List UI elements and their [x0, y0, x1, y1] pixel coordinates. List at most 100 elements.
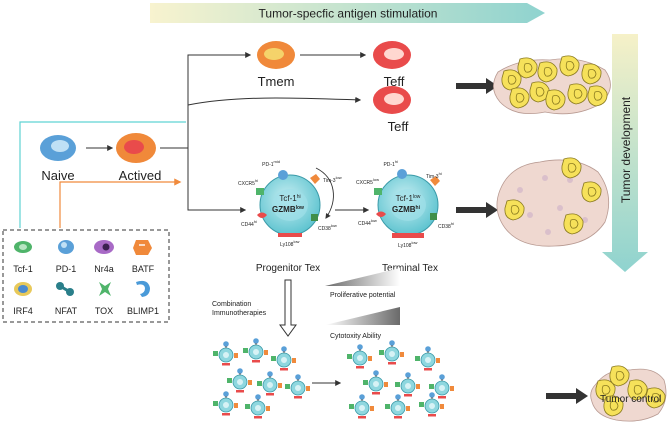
- text-label: hi: [451, 221, 454, 226]
- text-label: low: [411, 240, 417, 245]
- legend-label: BLIMP1: [127, 306, 159, 316]
- nfat-icon: [56, 282, 74, 296]
- cytotoxicity-triangle: [325, 307, 400, 325]
- text-label: hi: [297, 194, 301, 200]
- terminal-pd1: PD-1hi: [383, 159, 398, 168]
- text-label: CXCR5: [238, 181, 255, 187]
- text-label: low: [296, 205, 304, 211]
- legend-label: Tcf-1: [13, 264, 33, 274]
- text-label: mid: [274, 159, 280, 164]
- progenitor-core1: Tcf-1hi: [279, 194, 300, 203]
- proliferative-label: Proliferative potential: [330, 292, 396, 299]
- terminal-core1: Tcf-1low: [396, 194, 421, 203]
- text-label: PD-1: [383, 162, 395, 168]
- legend-label: IRF4: [13, 306, 33, 316]
- text-label: CD44: [241, 222, 254, 228]
- tumor-cluster-bottom: [590, 365, 667, 422]
- terminal-tim3: Tim-3hi: [426, 171, 442, 180]
- text-label: GZMB: [392, 205, 416, 214]
- text-label: hi: [254, 219, 257, 224]
- progenitor-core2: GZMBlow: [272, 205, 304, 214]
- text-label: PD-1: [262, 162, 274, 168]
- text-label: GZMB: [272, 205, 296, 214]
- orange-regulation-line: [59, 178, 182, 228]
- banner-label: Tumor-specfic antigen stimulation: [259, 7, 438, 21]
- terminal-tex-cell: [374, 169, 440, 238]
- tmem-cell: [257, 41, 295, 69]
- teff-top-label: Teff: [384, 74, 405, 89]
- progenitor-tex-cell: [256, 167, 334, 237]
- terminal-cxcr5: CXCR5low: [356, 177, 379, 186]
- text-label: CXCR5: [356, 180, 373, 186]
- text-label: hi: [439, 171, 442, 176]
- text-label: Ly108: [398, 243, 412, 249]
- text-label: low: [336, 175, 342, 180]
- antigen-stimulation-banner: Tumor-specfic antigen stimulation: [150, 3, 545, 23]
- progenitor-label: Progenitor Tex: [256, 263, 320, 274]
- text-label: Tcf-1: [279, 194, 297, 203]
- irf4-icon: [14, 282, 32, 296]
- progenitor-cxcr5: CXCR5hi: [238, 178, 258, 187]
- legend-label: TOX: [95, 306, 113, 316]
- text-label: Tim-3: [323, 178, 336, 184]
- proliferative-triangle: [325, 268, 400, 286]
- teff-cell-mid: [373, 86, 411, 114]
- terminal-cd38: CD38hi: [438, 221, 454, 230]
- tumor-development-banner: Tumor development: [602, 34, 648, 272]
- tmem-label: Tmem: [258, 74, 295, 89]
- text-label: low: [331, 223, 337, 228]
- text-label: low: [293, 239, 299, 244]
- cytotoxicity-label: Cytotoxity Ability: [330, 333, 381, 340]
- text-label: CD38: [438, 224, 451, 230]
- tumor-control-label: Tumor control: [600, 394, 661, 405]
- progenitor-tim3: Tim-3low: [323, 175, 342, 184]
- text-label: Tcf-1: [396, 194, 414, 203]
- therapy-line1: Combination: [212, 301, 251, 308]
- text-label: Tim-3: [426, 174, 439, 180]
- legend-label: Nr4a: [94, 264, 114, 274]
- terminal-label: Terminal Tex: [382, 263, 438, 274]
- progenitor-pd1: PD-1mid: [262, 159, 280, 168]
- tox-icon: [99, 282, 111, 296]
- pd1-icon: [58, 240, 74, 254]
- text-label: low: [371, 218, 377, 223]
- text-label: hi: [255, 178, 258, 183]
- legend-label: NFAT: [55, 306, 78, 316]
- actived-cell: [116, 133, 156, 163]
- combination-cells-right: [346, 339, 455, 419]
- text-label: hi: [416, 205, 421, 211]
- nr4a-icon: [94, 240, 114, 254]
- progenitor-ly108: Ly108low: [280, 239, 300, 248]
- terminal-cd44: CD44low: [358, 218, 377, 227]
- batf-icon: [133, 240, 152, 255]
- text-label: low: [373, 177, 379, 182]
- legend-label: PD-1: [56, 264, 77, 274]
- terminal-core2: GZMBhi: [392, 205, 421, 214]
- text-label: CD38: [318, 226, 331, 232]
- teff-mid-label: Teff: [388, 119, 409, 134]
- teff-cell-top: [373, 41, 411, 69]
- text-label: Ly108: [280, 242, 294, 248]
- progenitor-cd44: CD44hi: [241, 219, 257, 228]
- terminal-ly108: Ly108low: [398, 240, 418, 249]
- progenitor-cd38: CD38low: [318, 223, 337, 232]
- text-label: CD44: [358, 221, 371, 227]
- therapy-line2: Immunotherapies: [212, 310, 267, 317]
- big-arrows: [456, 78, 588, 404]
- teal-regulation-line: [19, 121, 186, 228]
- actived-label: Actived: [119, 168, 162, 183]
- tumor-cluster-mid: [496, 157, 610, 247]
- tumor-cluster-top: [493, 55, 611, 115]
- text-label: hi: [395, 159, 398, 164]
- side-banner-label: Tumor development: [619, 96, 633, 203]
- therapy-arrow: [279, 279, 297, 337]
- flow-lines: [86, 52, 370, 213]
- blimp1-icon: [136, 280, 150, 297]
- text-label: low: [413, 194, 421, 200]
- legend-label: BATF: [132, 264, 155, 274]
- combination-cells-left: [212, 337, 311, 419]
- tcf1-icon: [14, 241, 32, 253]
- naive-cell: [40, 135, 76, 161]
